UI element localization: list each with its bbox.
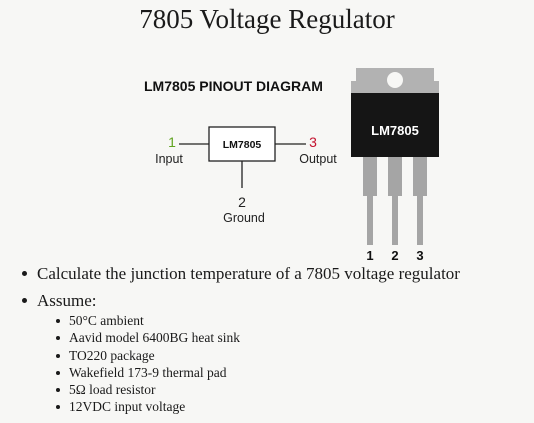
package-label: LM7805 [371, 123, 419, 138]
pin3-name: Output [299, 152, 337, 166]
leg-number-1: 1 [366, 248, 373, 263]
package-body [351, 93, 439, 157]
assumption-package: TO220 package [55, 347, 515, 364]
main-bullets: Calculate the junction temperature of a … [22, 263, 527, 317]
diagram-heading: LM7805 PINOUT DIAGRAM [144, 78, 323, 94]
mounting-hole [387, 72, 403, 88]
pin1-number: 1 [168, 134, 176, 150]
page-title: 7805 Voltage Regulator [139, 4, 395, 34]
leg-number-3: 3 [416, 248, 423, 263]
chip-label: LM7805 [223, 139, 262, 151]
assumption-load-resistor: 5Ω load resistor [55, 381, 515, 398]
leg-3 [413, 157, 427, 245]
leg-1 [363, 157, 377, 245]
assumption-list: 50°C ambient Aavid model 6400BG heat sin… [55, 312, 515, 416]
leg-number-2: 2 [391, 248, 398, 263]
assumption-heat-sink: Aavid model 6400BG heat sink [55, 329, 515, 346]
chip-box [208, 126, 276, 162]
assumption-thermal-pad: Wakefield 173-9 thermal pad [55, 364, 515, 381]
pin3-number: 3 [309, 134, 317, 150]
bullet-task: Calculate the junction temperature of a … [22, 263, 527, 284]
assumption-input-voltage: 12VDC input voltage [55, 398, 515, 415]
assumption-ambient: 50°C ambient [55, 312, 515, 329]
leg-2 [388, 157, 402, 245]
pin2-number: 2 [238, 194, 246, 210]
pinout-diagram: LM7805 PINOUT DIAGRAM LM7805 1 Input 3 O… [144, 68, 439, 263]
pin2-name: Ground [223, 211, 265, 225]
bullet-assume: Assume: [22, 290, 527, 311]
pin1-name: Input [155, 152, 183, 166]
to220-package: LM7805 [351, 68, 439, 245]
